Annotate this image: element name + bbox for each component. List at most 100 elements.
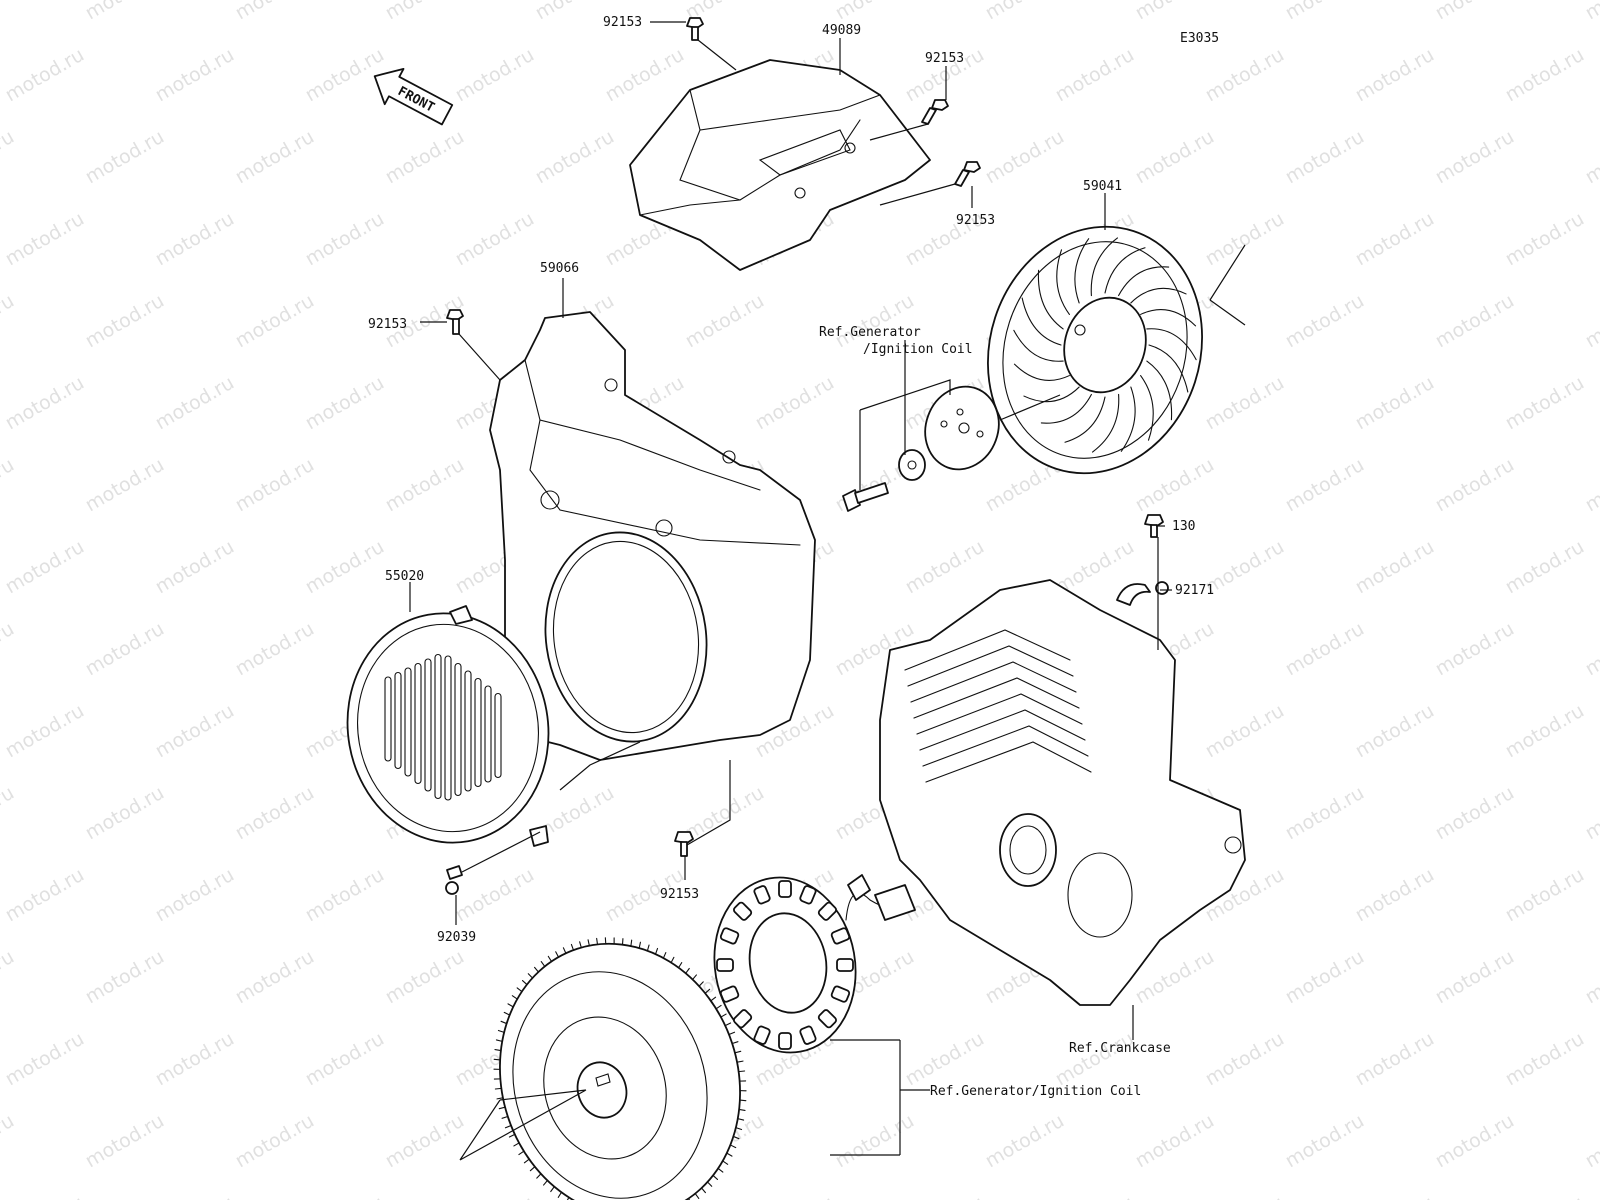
washer[interactable] <box>898 449 926 481</box>
bolt-92153-housing-bottom[interactable] <box>674 831 694 857</box>
gear-tooth <box>494 1087 502 1090</box>
watermark-text: motod.ru <box>532 126 618 189</box>
label-screw-92039: 92039 <box>437 930 476 945</box>
gear-tooth <box>662 952 667 959</box>
watermark-text: motod.ru <box>2 1192 88 1200</box>
watermark-text: motod.ru <box>1432 618 1518 681</box>
gear-tooth <box>503 1011 511 1016</box>
watermark-text: motod.ru <box>82 946 168 1009</box>
screen-slot <box>454 662 462 797</box>
watermark-text: motod.ru <box>1202 1192 1288 1200</box>
watermark-text: motod.ru <box>1132 0 1218 24</box>
watermark-text: motod.ru <box>302 864 388 927</box>
gear-tooth <box>501 1115 509 1119</box>
watermark-text: motod.ru <box>1052 44 1138 107</box>
fan-blade <box>1130 287 1187 304</box>
fan-blade <box>1090 237 1119 297</box>
watermark-text: motod.ru <box>1502 1192 1588 1200</box>
gear-tooth <box>513 1142 520 1147</box>
fan-blades <box>1013 237 1197 453</box>
watermark-text: motod.ru <box>1132 454 1218 517</box>
fan-blade <box>1040 393 1092 424</box>
flywheel[interactable] <box>465 912 775 1200</box>
clamp-92171[interactable] <box>1116 581 1169 606</box>
screen-slots <box>384 653 502 801</box>
gear-tooth <box>579 941 582 949</box>
flywheel-bolt[interactable] <box>842 482 889 512</box>
cylinder-fin <box>919 709 1086 751</box>
gear-tooth <box>736 1060 744 1063</box>
screen-slot <box>414 662 422 785</box>
watermark-text: motod.ru <box>1502 372 1588 435</box>
watermark-text: motod.ru <box>1502 536 1588 599</box>
fan-blade <box>1023 386 1080 403</box>
watermark-text: motod.ru <box>1582 618 1600 681</box>
watermark-text: motod.ru <box>1132 1110 1218 1173</box>
gear-tooth <box>685 967 690 974</box>
watermark-text: motod.ru <box>1352 1192 1438 1200</box>
bolt-92153-top[interactable] <box>686 17 704 41</box>
stator-coil <box>778 880 792 898</box>
bolt-130[interactable] <box>1144 514 1164 538</box>
screen-slot <box>494 692 502 779</box>
watermark-text: motod.ru <box>1352 44 1438 107</box>
gear-tooth <box>704 988 711 994</box>
watermark-text: motod.ru <box>1282 1110 1368 1173</box>
watermark-text: motod.ru <box>1202 372 1288 435</box>
watermark-text: motod.ru <box>752 1192 838 1200</box>
gear-tooth <box>570 943 575 951</box>
gear-tooth <box>504 1124 512 1129</box>
gear-tooth <box>511 995 518 1000</box>
watermark-text: motod.ru <box>1352 208 1438 271</box>
screw-92039[interactable] <box>445 865 463 895</box>
screen-55020[interactable] <box>330 597 567 858</box>
bolt-92153-housing-left[interactable] <box>446 309 464 335</box>
gear-tooth <box>516 987 523 993</box>
stator-coil <box>830 985 851 1003</box>
screen-slot <box>464 670 472 792</box>
cylinder-fin <box>910 661 1077 703</box>
top-cover-49089[interactable] <box>629 59 931 271</box>
watermark-text: motod.ru <box>382 454 468 517</box>
watermark-text: motod.ru <box>1582 290 1600 353</box>
watermark-text: motod.ru <box>1282 618 1368 681</box>
fan-59041[interactable] <box>957 199 1234 502</box>
gear-tooth <box>496 1097 504 1100</box>
gear-tooth <box>715 1004 722 1010</box>
watermark-text: motod.ru <box>82 782 168 845</box>
fan-housing-59066[interactable] <box>489 311 816 761</box>
stator[interactable] <box>701 866 916 1064</box>
gear-tooth <box>527 973 534 979</box>
watermark-text: motod.ru <box>682 782 768 845</box>
screen-slot <box>424 658 432 792</box>
gear-tooth <box>728 1031 736 1036</box>
gear-tooth <box>726 1152 733 1157</box>
watermark-text: motod.ru <box>1582 454 1600 517</box>
cylinder-fin <box>922 725 1089 767</box>
gear-tooth <box>670 956 675 964</box>
watermark-text: motod.ru <box>902 1028 988 1091</box>
watermark-text: motod.ru <box>0 618 18 681</box>
watermark-text: motod.ru <box>302 44 388 107</box>
cylinder-fin <box>907 645 1074 687</box>
ignition-plate[interactable] <box>914 376 1010 480</box>
label-fan-housing-59066: 59066 <box>540 261 579 276</box>
watermark-text: motod.ru <box>0 454 18 517</box>
fan-blade <box>1074 238 1090 304</box>
gear-tooth <box>678 962 683 969</box>
bolt-92153-right-lower[interactable] <box>954 161 981 187</box>
watermark-text: motod.ru <box>152 864 238 927</box>
bolt-92153-right-upper[interactable] <box>921 99 949 125</box>
watermark-text: motod.ru <box>232 454 318 517</box>
label-bolt-92153-right-lower: 92153 <box>956 213 995 228</box>
watermark-text: motod.ru <box>2 700 88 763</box>
gear-tooth <box>596 937 599 945</box>
screen-slot <box>404 667 412 777</box>
watermark-text: motod.ru <box>682 290 768 353</box>
watermark-text: motod.ru <box>152 372 238 435</box>
watermark-text: motod.ru <box>2 864 88 927</box>
gear-tooth <box>698 981 704 987</box>
gear-tooth <box>547 955 553 963</box>
watermark-text: motod.ru <box>82 126 168 189</box>
watermark-text: motod.ru <box>1432 946 1518 1009</box>
